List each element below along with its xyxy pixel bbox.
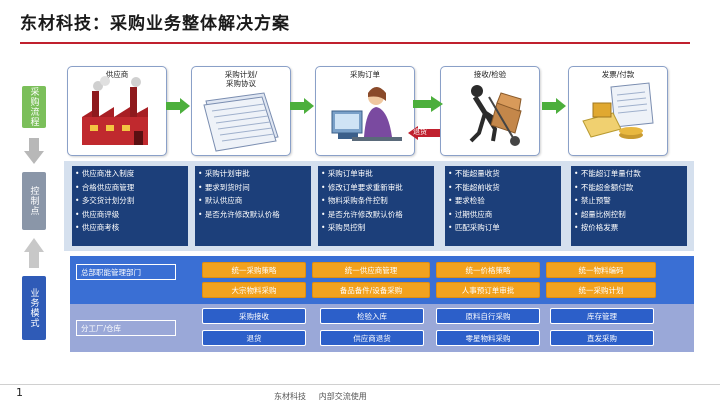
control-box-receive: 不能超量收货 不能超前收货 要求检验 过期供应商 匹配采购订单 <box>445 166 561 246</box>
up-arrow-icon <box>24 238 44 268</box>
list-item: 多交货计划分割 <box>75 194 185 208</box>
stage-label: 发票/付款 <box>601 70 635 79</box>
list-item: 过期供应商 <box>448 208 558 222</box>
list-item: 物料采购条件控制 <box>321 194 431 208</box>
control-box-order: 采购订单审批 修改订单要求重新审批 物料采购条件控制 是否允许修改默认价格 采购… <box>318 166 434 246</box>
plant-chip: 零星物料采购 <box>436 330 540 346</box>
list-item: 采购订单审批 <box>321 167 431 181</box>
list-item: 禁止预警 <box>574 194 684 208</box>
list-item: 不能超订单量付款 <box>574 167 684 181</box>
plant-chip: 检验入库 <box>320 308 424 324</box>
list-item: 要求检验 <box>448 194 558 208</box>
side-label-mode: 业务模式 <box>22 276 46 340</box>
list-item: 采购计划审批 <box>198 167 308 181</box>
hq-chip: 统一供应商管理 <box>312 262 430 278</box>
org-tag-hq: 总部职能管理部门 <box>76 264 176 280</box>
hq-chip: 统一采购策略 <box>202 262 306 278</box>
hq-chip: 大宗物料采购 <box>202 282 306 298</box>
page-title: 东材科技：采购业务整体解决方案 <box>20 14 290 34</box>
plant-chip: 库存管理 <box>550 308 654 324</box>
flow-arrow-icon <box>166 98 190 114</box>
list-item: 默认供应商 <box>198 194 308 208</box>
return-arrow-icon <box>408 126 440 140</box>
hq-chip: 统一采购计划 <box>546 282 656 298</box>
flow-arrow-icon <box>542 98 566 114</box>
stage-label: 供应商 <box>105 70 129 79</box>
list-item: 采购员控制 <box>321 221 431 235</box>
stage-order: 采购订单 <box>315 66 415 156</box>
down-arrow-icon <box>24 138 44 164</box>
factory-icon <box>82 76 148 145</box>
return-label: 退货 <box>413 128 427 136</box>
list-item: 供应商准入制度 <box>75 167 185 181</box>
list-item: 超量比例控制 <box>574 208 684 222</box>
plant-chip: 供应商退货 <box>320 330 424 346</box>
flow-arrow-icon <box>413 96 443 112</box>
stage-label: 采购订单 <box>350 70 380 79</box>
stage-label: 采购计划/ 采购协议 <box>224 70 258 88</box>
hq-chip: 人事预订单审批 <box>436 282 540 298</box>
stage-plan: 采购计划/ 采购协议 <box>191 66 291 156</box>
control-box-supplier: 供应商准入制度 合格供应商管理 多交货计划分割 供应商评级 供应商考核 <box>72 166 188 246</box>
hand-truck-icon <box>469 85 522 146</box>
list-item: 不能超量收货 <box>448 167 558 181</box>
stage-supplier: 供应商 <box>67 66 167 156</box>
list-item: 不能超前收货 <box>448 181 558 195</box>
stage-label: 接收/检验 <box>473 70 507 79</box>
list-item: 是否允许修改默认价格 <box>321 208 431 222</box>
footer-note: 东材科技 内部交流使用 <box>274 392 367 401</box>
plant-chip: 原料自行采购 <box>436 308 540 324</box>
footer-rule <box>0 384 720 385</box>
list-item: 供应商评级 <box>75 208 185 222</box>
document-stack-icon <box>203 92 279 152</box>
flow-arrow-icon <box>290 98 314 114</box>
list-item: 不能超金额付款 <box>574 181 684 195</box>
stage-invoice: 发票/付款 <box>568 66 668 156</box>
list-item: 供应商考核 <box>75 221 185 235</box>
control-box-invoice: 不能超订单量付款 不能超金额付款 禁止预警 超量比例控制 按价格发票 <box>571 166 687 246</box>
list-item: 修改订单要求重新审批 <box>321 181 431 195</box>
invoice-payment-icon <box>582 82 654 139</box>
org-tag-plant: 分工厂/仓库 <box>76 320 176 336</box>
hq-chip: 备品备件/设备采购 <box>312 282 430 298</box>
side-label-process: 采购流程 <box>22 86 46 128</box>
control-box-plan: 采购计划审批 要求到货时间 默认供应商 是否允许修改默认价格 <box>195 166 311 246</box>
side-label-control: 控制点 <box>22 172 46 230</box>
list-item: 是否允许修改默认价格 <box>198 208 308 222</box>
list-item: 要求到货时间 <box>198 181 308 195</box>
plant-chip: 退货 <box>202 330 306 346</box>
title-rule <box>20 42 690 44</box>
list-item: 匹配采购订单 <box>448 221 558 235</box>
stage-receive: 接收/检验 <box>440 66 540 156</box>
plant-chip: 采购接收 <box>202 308 306 324</box>
hq-chip: 统一价格策略 <box>436 262 540 278</box>
order-clerk-icon <box>331 87 402 141</box>
page-number: 1 <box>16 386 23 399</box>
plant-chip: 直发采购 <box>550 330 654 346</box>
hq-chip: 统一物料编码 <box>546 262 656 278</box>
list-item: 按价格发票 <box>574 221 684 235</box>
list-item: 合格供应商管理 <box>75 181 185 195</box>
